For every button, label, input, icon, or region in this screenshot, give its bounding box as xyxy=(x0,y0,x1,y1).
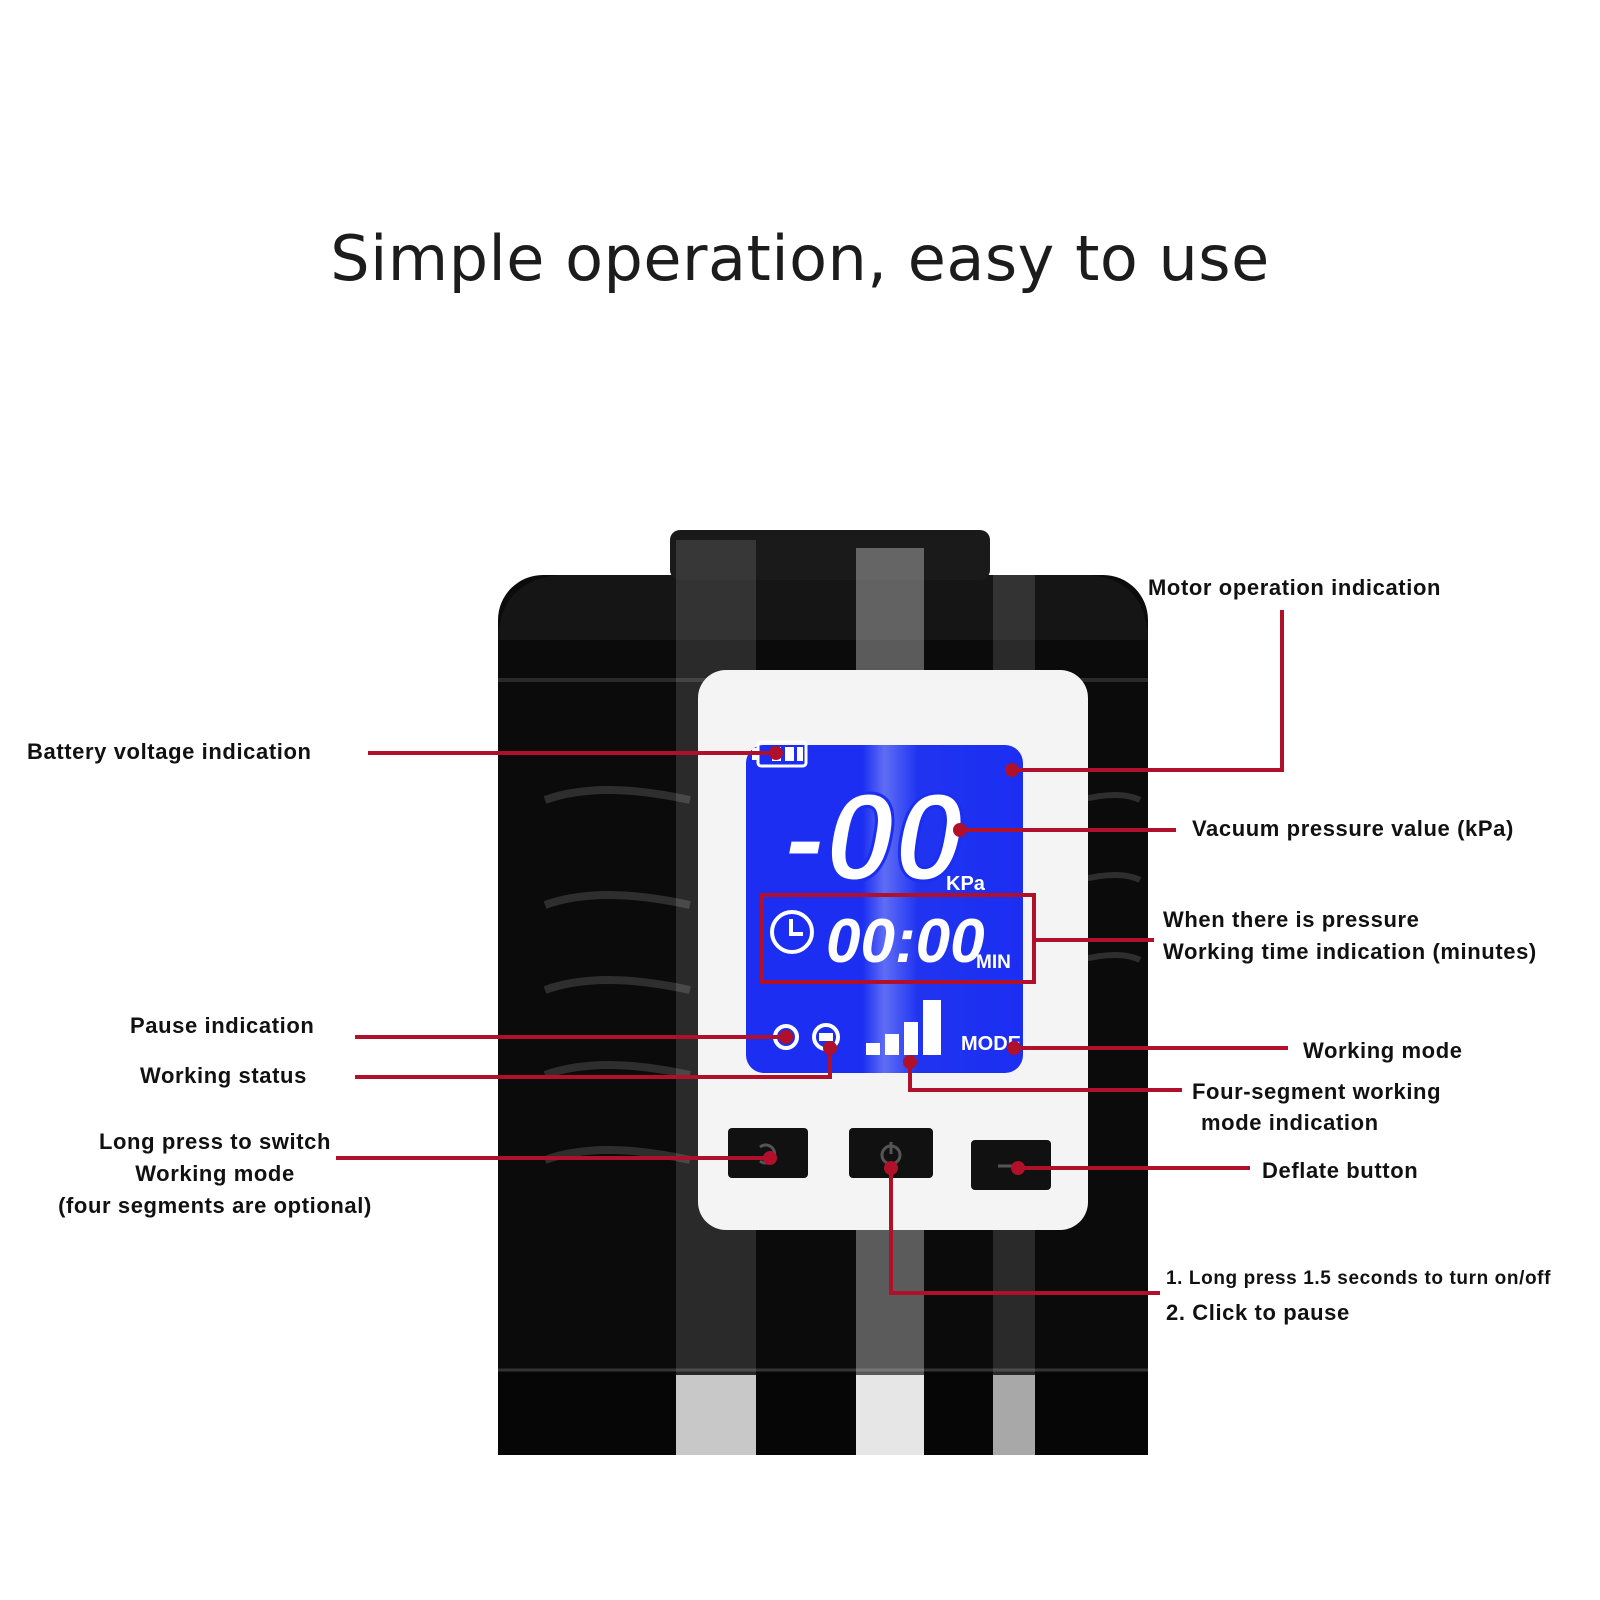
page-title: Simple operation, easy to use xyxy=(330,222,1270,295)
four-segment-label-line1: Four-segment working xyxy=(1192,1079,1442,1104)
clock-icon xyxy=(770,910,814,954)
power-label-line1: 1. Long press 1.5 seconds to turn on/off xyxy=(1166,1268,1552,1289)
working-time-label-line2: Working time indication (minutes) xyxy=(1163,939,1537,964)
vacuum-pressure-label: Vacuum pressure value (kPa) xyxy=(1192,816,1514,841)
mode-label: MODE xyxy=(961,1033,1021,1055)
pressure-unit: KPa xyxy=(946,873,986,895)
deflate-button[interactable] xyxy=(971,1140,1051,1190)
deflate-button-label: Deflate button xyxy=(1262,1158,1419,1183)
mode-segment-bars xyxy=(866,1000,941,1055)
lcd-display: -00 KPa 00:00 MIN MODE xyxy=(746,740,1023,1073)
mode-switch-label-line2: Working mode xyxy=(135,1161,295,1186)
leader-lines xyxy=(336,610,1288,1295)
pressure-value: -00 xyxy=(784,769,963,907)
working-mode-label: Working mode xyxy=(1303,1038,1463,1063)
mode-switch-label-line1: Long press to switch xyxy=(98,1129,332,1154)
battery-indication-label: Battery voltage indication xyxy=(27,739,312,764)
working-time: 00:00 xyxy=(826,907,985,976)
working-status-label: Working status xyxy=(140,1063,307,1088)
power-label-line2: 2. Click to pause xyxy=(1166,1300,1350,1325)
working-time-label-line1: When there is pressure xyxy=(1163,907,1420,932)
time-unit: MIN xyxy=(976,952,1011,973)
pause-indication-label: Pause indication xyxy=(130,1013,315,1038)
motor-indication-label: Motor operation indication xyxy=(1148,575,1442,600)
mode-switch-label-line3: (four segments are optional) xyxy=(58,1193,372,1218)
four-segment-label-line2: mode indication xyxy=(1201,1110,1379,1135)
